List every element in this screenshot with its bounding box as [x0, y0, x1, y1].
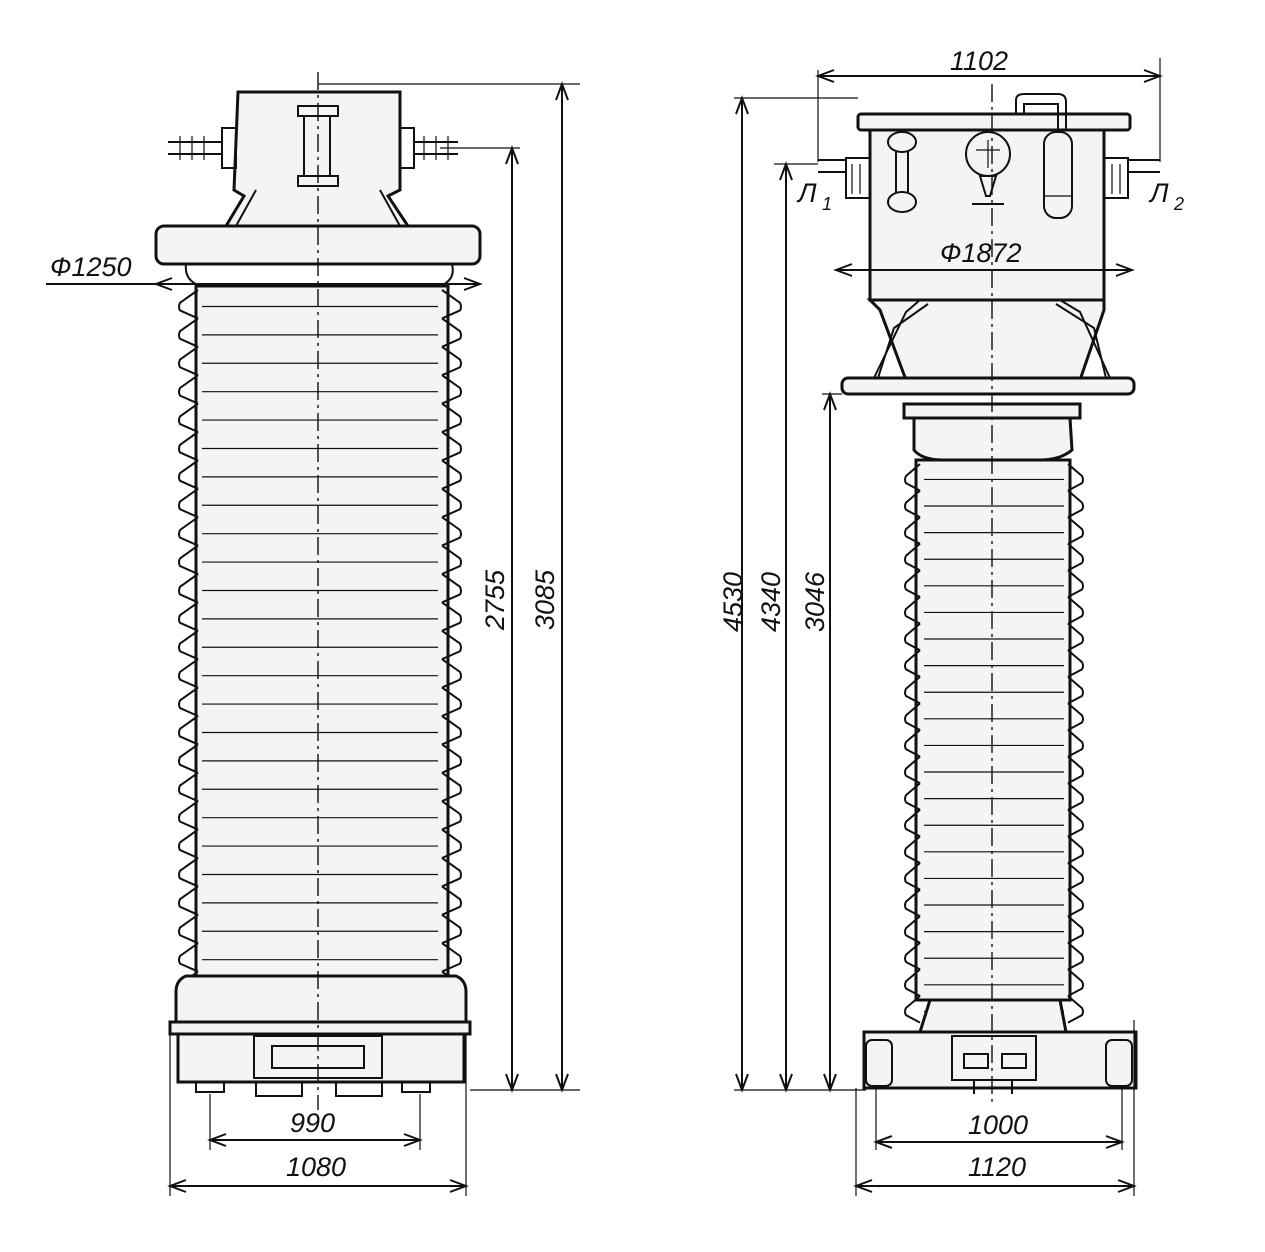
left-insulator-shed: [178, 317, 462, 348]
left-dimension-lines: [46, 81, 580, 1196]
right-head: [818, 128, 1160, 302]
left-insulator-shed: [178, 487, 462, 519]
right-insulator-shed: [904, 516, 1084, 545]
left-dim-width-1080: 1080: [286, 1152, 346, 1182]
svg-text:1: 1: [822, 194, 832, 214]
left-insulator-shed: [178, 601, 462, 632]
left-insulator-shed: [178, 431, 462, 462]
left-insulator-shed: [178, 459, 462, 490]
left-insulator-shed: [178, 629, 462, 661]
left-dim-width-990: 990: [290, 1108, 335, 1138]
left-insulator-shed: [178, 374, 462, 405]
right-insulator-shed: [904, 755, 1084, 785]
right-insulator-shed: [904, 835, 1084, 864]
right-insulator-shed: [904, 543, 1084, 572]
left-insulator-shed: [178, 573, 462, 604]
left-insulator-shed: [178, 289, 462, 320]
left-insulator-shed: [178, 913, 462, 945]
right-insulator-shed: [904, 463, 1084, 492]
right-bottom-collar: [917, 998, 1068, 1034]
right-flange: [840, 376, 1136, 396]
terminal-label-l1: Л 1: [796, 178, 832, 214]
left-transformer-view: Ф1250 2755 3085 990 1080: [46, 72, 580, 1196]
left-insulator-shed: [178, 715, 462, 746]
left-insulator-shed: [178, 800, 462, 831]
right-insulator-shed: [904, 968, 1084, 997]
right-insulator-shed: [904, 995, 1084, 1024]
left-base: [168, 1020, 472, 1097]
right-transformer-view: 1102 Ф1872 4530 4340 3046 1000 1120 Л 1 …: [718, 46, 1184, 1196]
right-insulator-shed: [904, 649, 1084, 678]
right-insulator-shed: [904, 729, 1084, 758]
left-dim-height-3085: 3085: [530, 569, 560, 630]
left-insulator-shed: [178, 345, 462, 377]
left-insulator-shed: [178, 402, 462, 433]
right-dim-height-4530: 4530: [718, 572, 748, 632]
terminal-label-l2: Л 2: [1148, 178, 1184, 214]
right-insulator-shed: [904, 942, 1084, 971]
right-dim-width-1102: 1102: [950, 46, 1008, 76]
left-insulator-shed: [178, 743, 462, 774]
right-dim-width-1000: 1000: [968, 1110, 1028, 1140]
left-dim-height-2755: 2755: [480, 569, 510, 631]
right-insulator-shed: [904, 809, 1084, 838]
right-insulator-shed: [904, 489, 1084, 519]
right-insulator-shed: [904, 676, 1084, 705]
right-dim-height-4340: 4340: [756, 572, 786, 632]
left-insulator: [178, 284, 462, 1001]
left-head: [168, 90, 458, 228]
left-insulator-shed: [178, 686, 462, 717]
right-dim-width-1120: 1120: [968, 1152, 1026, 1182]
right-dim-height-3046: 3046: [800, 571, 830, 632]
left-insulator-shed: [178, 828, 462, 859]
right-base: [862, 1030, 1138, 1094]
right-dimension-lines: [734, 58, 1163, 1196]
svg-text:Л: Л: [796, 178, 817, 208]
left-insulator-shed: [178, 885, 462, 916]
right-insulator-shed: [904, 862, 1084, 891]
left-insulator-shed: [178, 771, 462, 803]
svg-text:2: 2: [1173, 194, 1184, 214]
right-insulator-shed: [904, 915, 1084, 944]
right-insulator-shed: [904, 702, 1084, 731]
right-top-plate: [856, 112, 1132, 132]
left-insulator-shed: [178, 544, 462, 575]
left-insulator-shed: [178, 516, 462, 547]
right-insulator-shed: [904, 622, 1084, 652]
right-insulator-shed: [904, 569, 1084, 598]
left-bottom-collar: [174, 974, 468, 1024]
svg-text:Л: Л: [1148, 178, 1169, 208]
right-insulator-shed: [904, 596, 1084, 625]
left-insulator-shed: [178, 658, 462, 689]
left-insulator-shed: [178, 857, 462, 888]
left-dim-diameter-1250: Ф1250: [50, 252, 132, 282]
right-insulator-shed: [904, 888, 1084, 918]
left-insulator-shed: [178, 942, 462, 973]
right-insulator: [904, 458, 1084, 1024]
right-insulator-shed: [904, 782, 1084, 811]
right-dim-diameter-1872: Ф1872: [940, 238, 1022, 268]
